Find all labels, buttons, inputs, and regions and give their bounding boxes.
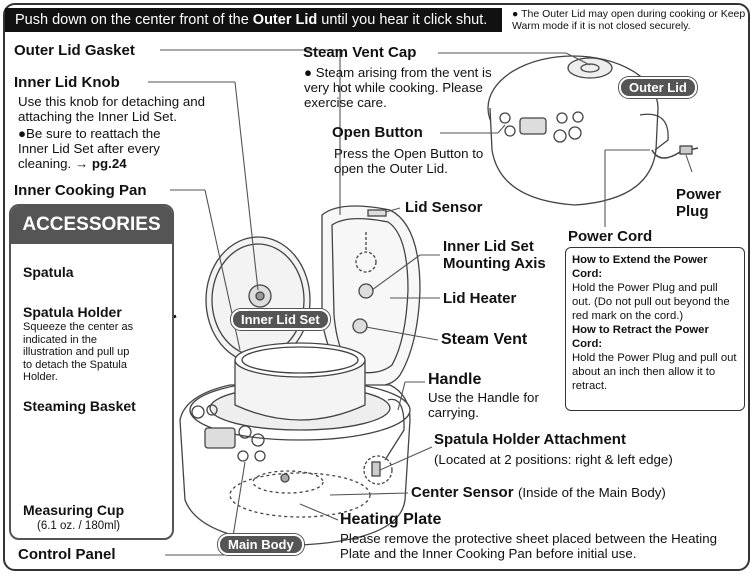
outer-lid-badge: Outer Lid — [619, 77, 697, 98]
inner-lid-knob-description: Use this knob for detaching and attachin… — [18, 94, 206, 124]
measuring-cup-capacity: (6.1 oz. / 180ml) — [37, 520, 121, 532]
inner-lid-set-drawing — [205, 236, 311, 364]
outer-lid-note-text: The Outer Lid may open during cooking or… — [512, 8, 746, 32]
steaming-basket-label: Steaming Basket — [23, 398, 136, 414]
main-body-badge: Main Body — [218, 534, 304, 555]
heating-plate-description: Please remove the protective sheet place… — [340, 531, 717, 561]
center-sensor-description: (Inside of the Main Body) — [518, 485, 666, 500]
steam-vent-cap-note: ● Steam arising from the vent is very ho… — [304, 65, 492, 110]
lid-sensor-label: Lid Sensor — [405, 199, 483, 216]
retract-cord-title: How to Retract the Power Cord: — [572, 324, 709, 350]
inner-lid-set-mounting-axis-label: Inner Lid Set Mounting Axis — [443, 238, 546, 272]
power-cord-label: Power Cord — [568, 228, 653, 245]
center-sensor-label: Center Sensor — [411, 484, 514, 501]
page-frame — [3, 3, 750, 571]
spatula-holder-attachment-label: Spatula Holder Attachment — [434, 431, 626, 448]
heating-plate-label: Heating Plate — [340, 511, 442, 528]
inner-lid-set-badge: Inner Lid Set — [231, 309, 330, 330]
page-reference: → pg.24 — [74, 156, 127, 171]
banner-text-end: until you hear it click shut. — [317, 12, 488, 28]
control-panel-label: Control Panel — [18, 546, 116, 563]
outer-lid-note: ● The Outer Lid may open during cooking … — [512, 8, 746, 32]
inner-lid-knob-note: ●Be sure to reattach the Inner Lid Set a… — [18, 126, 161, 171]
leader-lines — [148, 49, 693, 556]
steam-vent-cap-label: Steam Vent Cap — [303, 44, 417, 61]
spatula-holder-label: Spatula Holder — [23, 304, 122, 320]
steam-vent-label: Steam Vent — [441, 331, 528, 348]
extend-cord-description: Hold the Power Plug and pull out. (Do no… — [572, 282, 730, 322]
instruction-banner: Push down on the center front of the Out… — [5, 8, 502, 32]
spatula-label: Spatula — [23, 264, 74, 280]
outer-lid-gasket-label: Outer Lid Gasket — [14, 42, 135, 59]
measuring-cup-label: Measuring Cup — [23, 502, 125, 518]
accessories-box: ACCESSORIES Spatula Spatula Holder Squee… — [9, 204, 174, 540]
retract-cord-description: Hold the Power Plug and pull out about a… — [572, 352, 737, 392]
power-cord-info-box: How to Extend the Power Cord: Hold the P… — [565, 247, 745, 411]
spatula-holder-description: Squeeze the center as indicated in the i… — [23, 321, 134, 383]
handle-label: Handle — [428, 371, 482, 388]
closed-cooker-drawing — [487, 55, 699, 206]
accessories-title: ACCESSORIES — [11, 206, 172, 244]
power-plug-label: Power Plug — [676, 186, 722, 220]
open-button-label: Open Button — [332, 124, 423, 141]
inner-cooking-pan-label: Inner Cooking Pan — [14, 182, 147, 199]
handle-description: Use the Handle for carrying. — [428, 390, 539, 420]
spatula-holder-attachment-marker — [363, 455, 393, 485]
steam-vent-cap-note-text: Steam arising from the vent is very hot … — [304, 65, 492, 110]
inner-lid-knob-note-text: Be sure to reattach the Inner Lid Set af… — [18, 126, 161, 171]
center-sensor-line: Center Sensor (Inside of the Main Body) — [411, 484, 666, 502]
main-body-drawing — [179, 342, 411, 546]
spatula-holder-attachment-description: (Located at 2 positions: right & left ed… — [434, 452, 673, 467]
lid-heater-label: Lid Heater — [443, 290, 517, 307]
inner-lid-knob-label: Inner Lid Knob — [14, 74, 120, 91]
extend-cord-title: How to Extend the Power Cord: — [572, 254, 708, 280]
banner-text: Push down on the center front of the — [15, 12, 253, 28]
banner-bold-text: Outer Lid — [252, 12, 318, 28]
open-button-description: Press the Open Button to open the Outer … — [334, 146, 484, 176]
